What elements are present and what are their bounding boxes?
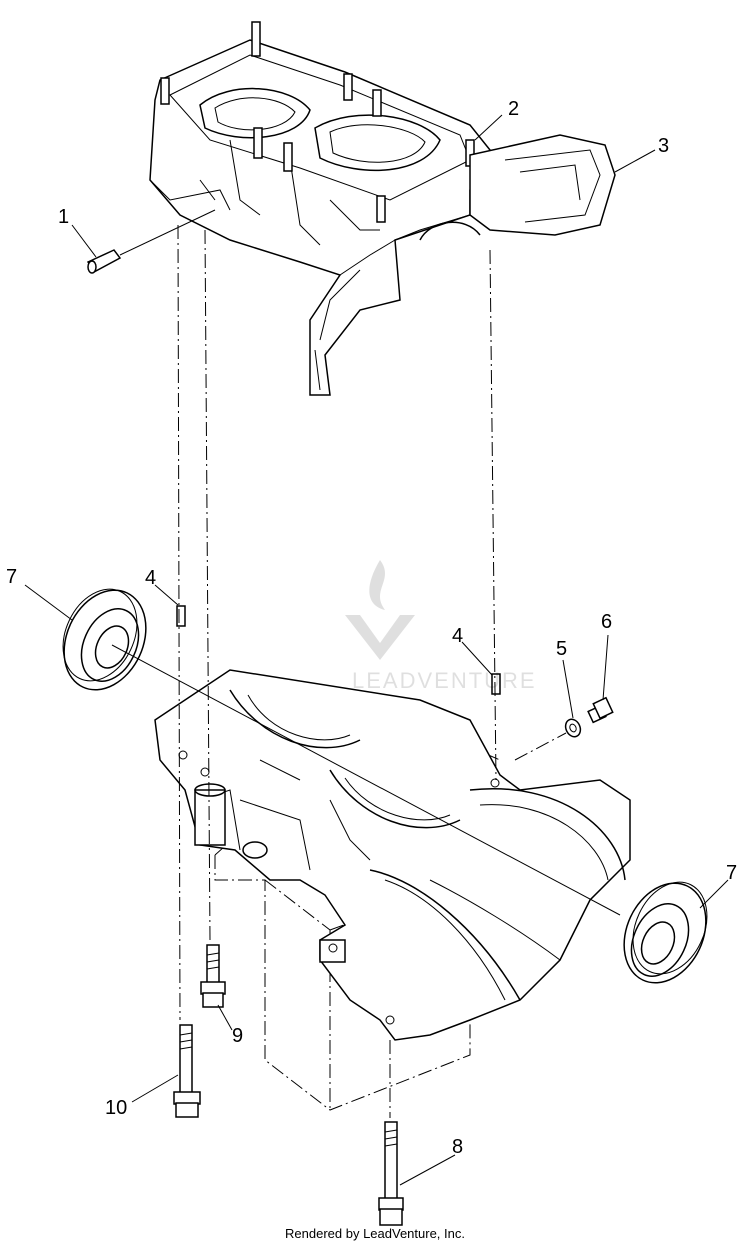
- callout-7-right: 7: [726, 862, 737, 884]
- callout-7-left: 7: [6, 566, 17, 588]
- dowel-pin-left: [176, 605, 186, 627]
- watermark-text: LEADVENTURE: [352, 668, 537, 693]
- callout-5: 5: [556, 638, 567, 660]
- bolt-8: [378, 1121, 404, 1226]
- stud-group: [160, 21, 475, 223]
- alignment-lines: [111, 224, 621, 1118]
- footer-credit: Rendered by LeadVenture, Inc.: [285, 1226, 465, 1241]
- bolt-10: [173, 1024, 201, 1118]
- washer: [564, 718, 582, 738]
- upper-crankcase: [86, 21, 616, 396]
- callouts: 1 2 3 4 4 5 6 7 7 8 9 10: [6, 98, 737, 1158]
- callout-6: 6: [601, 611, 612, 633]
- leader-lines: [24, 114, 729, 1186]
- callout-8: 8: [452, 1136, 463, 1158]
- callout-4-left: 4: [145, 567, 156, 589]
- lower-crankcase: [154, 669, 631, 1111]
- bolt-9: [200, 944, 226, 1008]
- dowel-pin-right: [491, 673, 501, 695]
- callout-2: 2: [508, 98, 519, 120]
- oil-seal-left: [62, 588, 147, 691]
- callout-3: 3: [658, 135, 669, 157]
- callout-9: 9: [232, 1025, 243, 1047]
- oil-seal-right: [623, 881, 708, 984]
- callout-4-right: 4: [452, 625, 463, 647]
- callout-1: 1: [58, 206, 69, 228]
- watermark-flame-logo: [345, 560, 415, 660]
- drain-plug: [587, 696, 614, 724]
- callout-10: 10: [105, 1097, 127, 1119]
